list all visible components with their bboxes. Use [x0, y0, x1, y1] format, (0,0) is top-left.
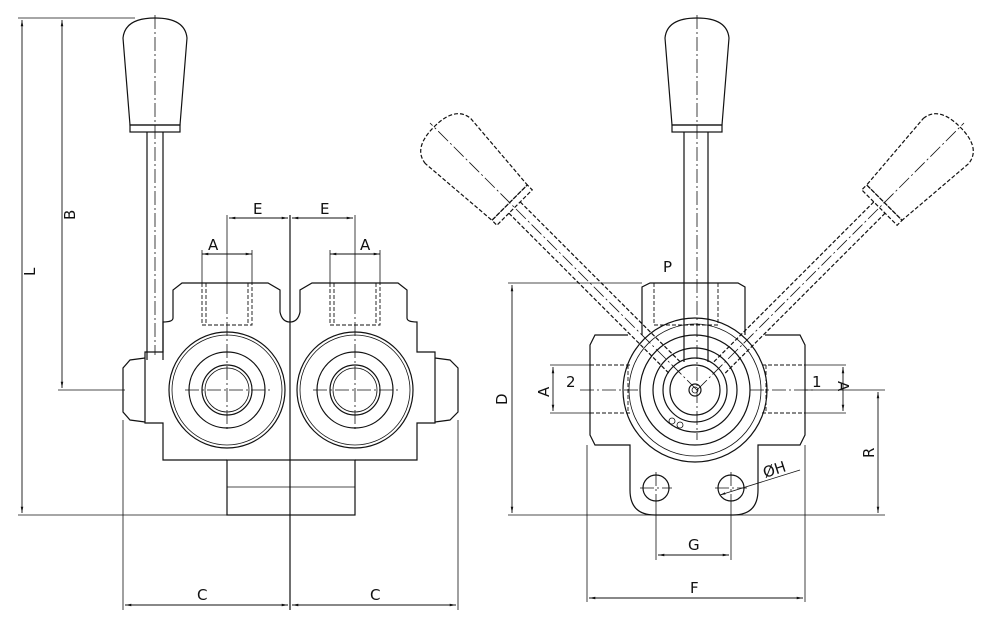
- port-label-2: 2: [566, 373, 576, 391]
- dim-label-C-left: C: [197, 586, 207, 604]
- side-view: P D A 2 1 A R ØH G F: [410, 15, 984, 602]
- valve-body-left: [144, 282, 291, 461]
- dim-label-A-side-left: A: [535, 386, 553, 397]
- mounting-block: [226, 459, 356, 516]
- dim-label-L: L: [21, 267, 39, 276]
- lever-handle: [122, 15, 188, 361]
- dim-label-E-left: E: [253, 200, 262, 218]
- valve-body-right: [289, 282, 436, 461]
- port-circles: [168, 300, 414, 449]
- dim-label-A-left: A: [208, 236, 219, 254]
- dim-label-B: B: [61, 210, 79, 220]
- port-P-housing: [641, 282, 746, 335]
- port-label-1: 1: [812, 373, 822, 391]
- valve-body: [589, 334, 806, 516]
- dim-label-F: F: [690, 579, 699, 597]
- front-view: L B E E A A C C: [18, 15, 459, 610]
- dim-label-A-side-right: A: [834, 381, 852, 392]
- port-label-P: P: [663, 258, 672, 276]
- dim-label-D: D: [493, 393, 511, 405]
- dim-label-C-right: C: [370, 586, 380, 604]
- dim-label-A-right: A: [360, 236, 371, 254]
- dim-label-E-right: E: [320, 200, 329, 218]
- mounting-holes: [640, 472, 747, 504]
- dim-label-R: R: [860, 448, 878, 458]
- dim-label-H: ØH: [761, 458, 789, 482]
- dim-label-G: G: [688, 536, 700, 554]
- lever-handle-center: [664, 15, 730, 440]
